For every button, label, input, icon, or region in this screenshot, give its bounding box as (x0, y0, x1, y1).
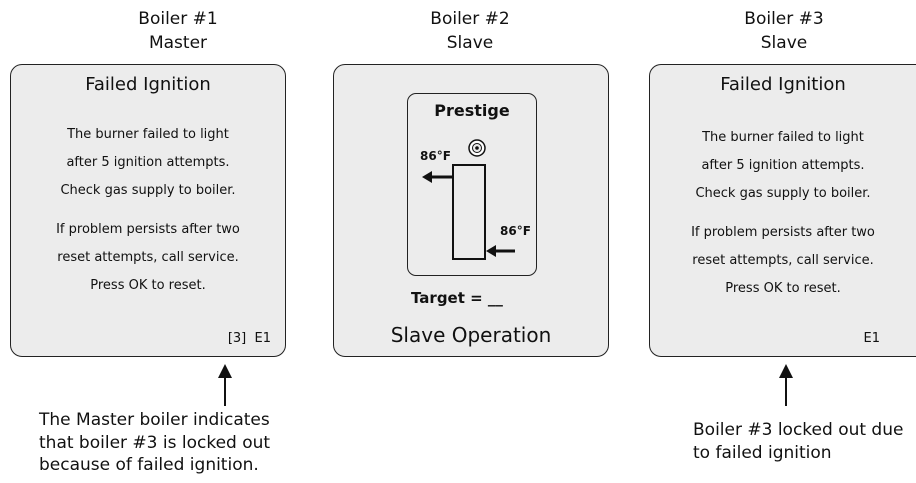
panel-1-line: Check gas supply to boiler. (60, 183, 236, 198)
panel-1-line: If problem persists after two (56, 222, 240, 237)
panel-3-message: The burner failed to light after 5 ignit… (650, 124, 916, 208)
boiler-diagram (422, 139, 515, 260)
caption-line: because of failed ignition. (39, 455, 259, 475)
panel-3-line: The burner failed to light (702, 130, 864, 145)
panel-1-line: The burner failed to light (67, 127, 229, 142)
boiler-2-role: Slave (446, 33, 494, 53)
master-caption: The Master boiler indicates that boiler … (39, 409, 270, 477)
arrow-shaft (785, 377, 787, 406)
panel-3-line: If problem persists after two (691, 225, 875, 240)
arrow-shaft (224, 377, 226, 406)
panel-3-line: reset attempts, call service. (692, 253, 874, 268)
panel-1-line: reset attempts, call service. (57, 250, 239, 265)
burner-icon (468, 139, 486, 157)
panel-1-message-2: If problem persists after two reset atte… (11, 216, 285, 300)
boiler-1-display: Failed Ignition The burner failed to lig… (10, 64, 286, 357)
panel-3-line: after 5 ignition attempts. (701, 158, 865, 173)
boiler-3-label: Boiler #3 (744, 9, 824, 29)
panel-3-title: Failed Ignition (720, 74, 846, 95)
mode-label: Slave Operation (390, 323, 552, 347)
panel-3-error-code: E1 (863, 331, 881, 346)
boiler-3-role: Slave (760, 33, 808, 53)
caption-line: to failed ignition (693, 442, 832, 463)
boiler-3-caption: Boiler #3 locked out due to failed ignit… (693, 419, 903, 464)
panel-1-error-code: [3] E1 (227, 331, 271, 346)
panel-1-line: after 5 ignition attempts. (66, 155, 230, 170)
boiler-2-display: Prestige 86°F 86°F Target = __ Slave Ope… (333, 64, 609, 357)
outlet-temp: 86°F (420, 149, 451, 163)
boiler-status-screen: Prestige 86°F 86°F (407, 93, 537, 276)
boiler-1-label: Boiler #1 (138, 9, 218, 29)
panel-1-title: Failed Ignition (85, 74, 211, 95)
caption-line: The Master boiler indicates (39, 410, 270, 430)
arrow-up-icon (779, 364, 793, 378)
panel-1-message: The burner failed to light after 5 ignit… (11, 121, 285, 205)
outlet-arrow-icon (422, 171, 453, 183)
inlet-temp: 86°F (500, 224, 531, 238)
inlet-arrow-icon (486, 245, 515, 257)
panel-3-line: Press OK to reset. (725, 281, 841, 296)
panel-1-line: Press OK to reset. (90, 278, 206, 293)
caption-line: that boiler #3 is locked out (39, 432, 271, 453)
boiler-1-role: Master (148, 33, 208, 53)
boiler-3-display: Failed Ignition The burner failed to lig… (649, 64, 916, 357)
boiler-2-label: Boiler #2 (430, 9, 510, 29)
boiler-2-heading: Boiler #2 Slave (370, 7, 570, 55)
panel-3-line: Check gas supply to boiler. (695, 186, 871, 201)
boiler-1-heading: Boiler #1 Master (78, 7, 278, 55)
panel-3-message-2: If problem persists after two reset atte… (650, 219, 916, 303)
arrow-up-icon (218, 364, 232, 378)
caption-line: Boiler #3 locked out due (693, 420, 904, 440)
boiler-body (452, 164, 486, 260)
target-readout: Target = __ (411, 289, 503, 307)
boiler-3-heading: Boiler #3 Slave (684, 7, 884, 55)
brand-label: Prestige (434, 101, 510, 120)
